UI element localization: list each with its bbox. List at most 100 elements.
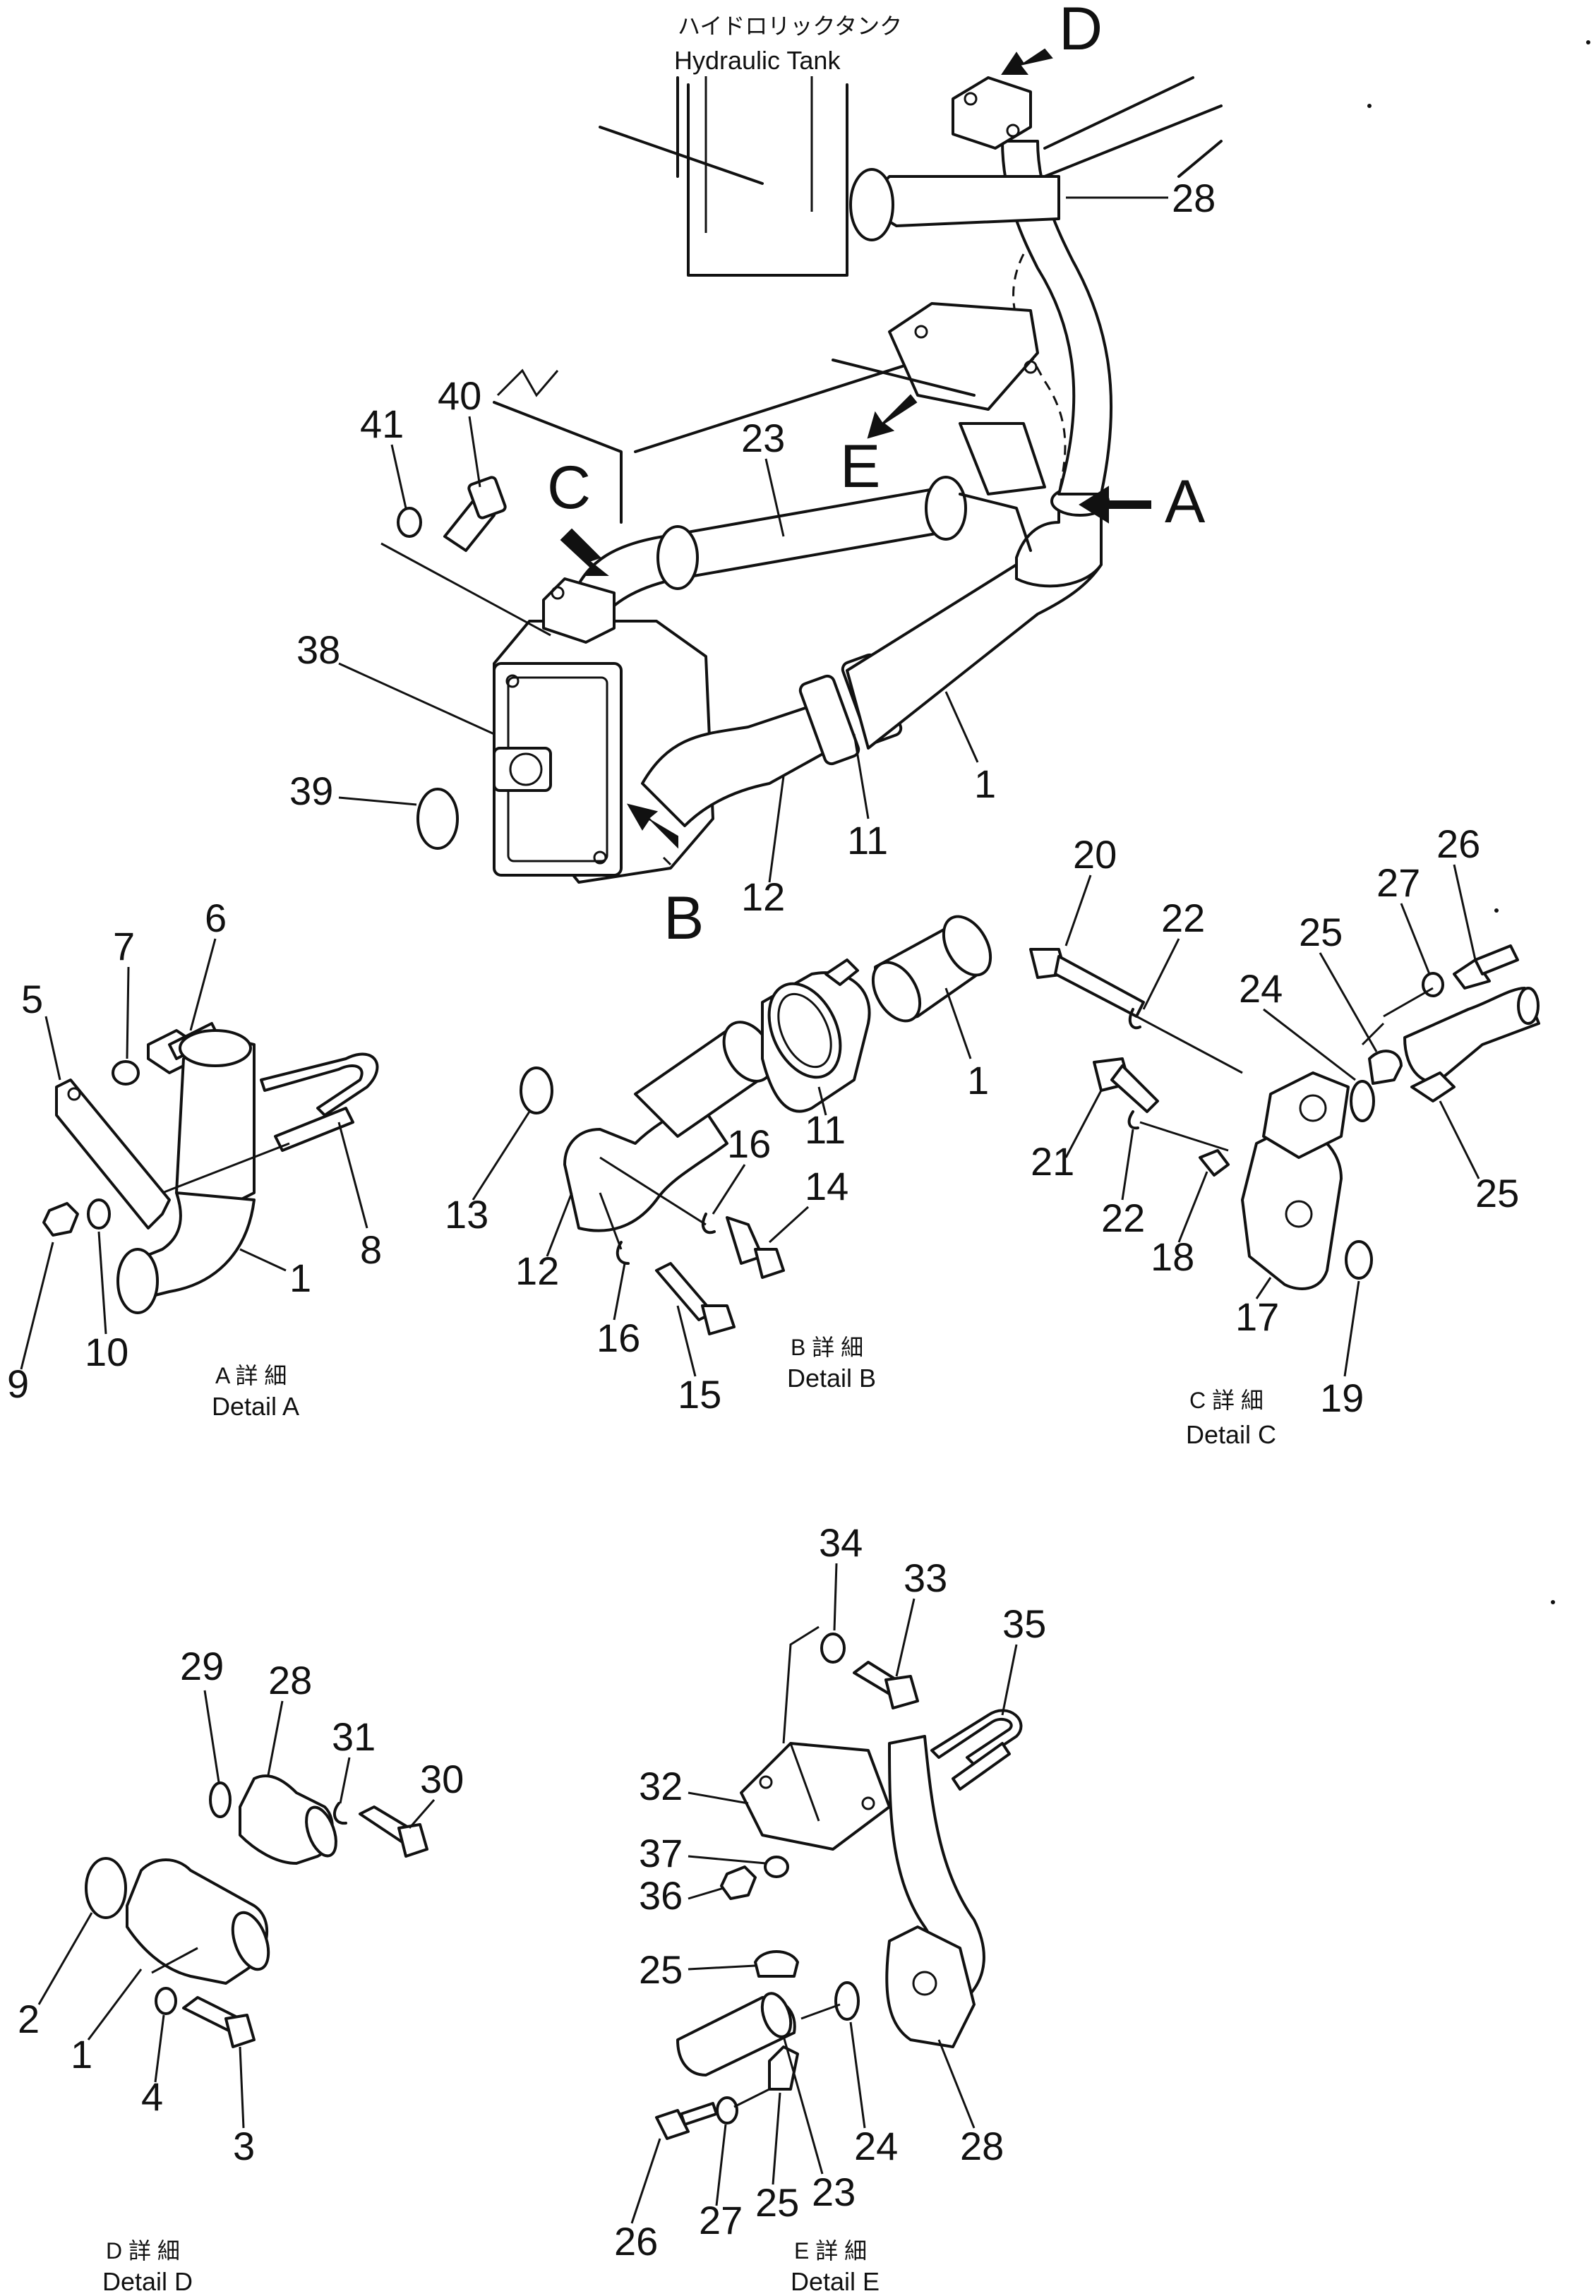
tank-pipe-clamp	[849, 168, 894, 241]
snap-ring-16-b	[616, 1241, 630, 1265]
view-letter-b: B	[664, 884, 704, 952]
detail-b	[520, 915, 992, 1335]
detail-a-jp: A 詳 細	[215, 1363, 287, 1388]
bolt-15	[655, 1262, 736, 1335]
detail-d	[85, 1774, 428, 2048]
o-ring-29	[209, 1781, 232, 1818]
callout-c-25a: 25	[1299, 910, 1343, 954]
callout-b-1: 1	[967, 1058, 989, 1102]
snap-ring-16-a	[701, 1213, 716, 1234]
main-assembly	[380, 48, 1223, 884]
callout-main-40: 40	[438, 373, 481, 418]
washer-27-e	[716, 2096, 738, 2124]
half-clamp-25-b	[1410, 1071, 1456, 1102]
callout-e-25b: 25	[755, 2180, 799, 2225]
callout-c-21: 21	[1031, 1139, 1074, 1184]
callout-e-26: 26	[614, 2219, 658, 2264]
callout-a-9: 9	[7, 1362, 29, 1406]
flange-c	[542, 577, 616, 644]
callout-main-11: 11	[847, 818, 888, 862]
tank-pipe-28	[1001, 140, 1113, 495]
callout-e-35: 35	[1002, 1601, 1046, 1646]
washer-37	[764, 1856, 789, 1878]
o-ring-24	[1350, 1080, 1375, 1122]
callout-b-16a: 16	[727, 1122, 771, 1166]
view-letter-a: A	[1165, 468, 1206, 536]
callout-main-39: 39	[289, 769, 333, 813]
u-bolt-8	[260, 1052, 379, 1117]
hydraulic-pump	[493, 620, 714, 884]
callout-a-1: 1	[289, 1256, 311, 1300]
callout-e-36: 36	[639, 1873, 683, 1918]
speck	[1494, 908, 1499, 913]
callout-main-28: 28	[1172, 176, 1216, 220]
plug-18	[1199, 1149, 1230, 1177]
callout-c-20: 20	[1073, 832, 1117, 877]
callout-main-12: 12	[741, 874, 785, 919]
callout-c-18: 18	[1151, 1234, 1194, 1279]
bolt-14	[726, 1216, 785, 1279]
callout-c-24: 24	[1239, 966, 1283, 1011]
nut-9	[42, 1202, 79, 1237]
detail-c-en: Detail C	[1186, 1420, 1276, 1449]
arrow-c	[560, 528, 609, 576]
detail-c	[1029, 944, 1540, 1290]
speck	[1367, 104, 1372, 108]
callout-a-6: 6	[205, 896, 227, 940]
callout-c-22a: 22	[1161, 896, 1205, 940]
o-ring-2	[85, 1857, 127, 1919]
callout-b-12: 12	[515, 1249, 559, 1293]
elbow-a	[1015, 493, 1103, 588]
arrow-d	[1001, 48, 1053, 75]
snap-ring-31	[332, 1802, 347, 1825]
pipe-23-detail-c	[1403, 987, 1540, 1083]
callout-e-32: 32	[639, 1764, 683, 1808]
half-clamp-25-e-a	[754, 1950, 799, 1978]
callout-a-10: 10	[85, 1330, 128, 1374]
callout-e-28: 28	[960, 2124, 1004, 2168]
detail-d-en: Detail D	[102, 2267, 193, 2296]
callout-c-25b: 25	[1475, 1171, 1519, 1215]
bolt-26-e	[655, 2102, 718, 2140]
washer-27	[1422, 972, 1444, 997]
callout-a-5: 5	[21, 977, 43, 1021]
bolt-26	[1453, 944, 1519, 990]
bolt-33	[853, 1661, 919, 1709]
detail-e-en: Detail E	[791, 2267, 880, 2296]
callout-e-33: 33	[904, 1556, 947, 1600]
detail-e-jp: E 詳 細	[794, 2238, 867, 2264]
callout-b-16b: 16	[596, 1316, 640, 1360]
washer-7	[112, 1060, 140, 1086]
flange-d	[952, 76, 1032, 150]
snap-ring-22-b	[1127, 1110, 1139, 1130]
washer-41	[397, 507, 422, 538]
pipe-23	[570, 486, 961, 623]
bracket-32	[740, 1742, 891, 1851]
tank-label-jp: ハイドロリックタンク	[678, 13, 902, 39]
bolt-21	[1093, 1057, 1159, 1113]
callout-c-19: 19	[1320, 1376, 1364, 1420]
view-letter-c: C	[547, 454, 591, 522]
callout-e-25a: 25	[639, 1947, 683, 1992]
arrow-e	[867, 394, 918, 439]
callout-e-37: 37	[639, 1831, 683, 1875]
bolt-30	[359, 1805, 428, 1858]
speck	[1551, 1600, 1555, 1604]
callout-b-13: 13	[445, 1192, 488, 1237]
callout-d-31: 31	[332, 1714, 376, 1759]
arrow-a	[1079, 486, 1151, 524]
washer-34	[820, 1633, 846, 1664]
callout-e-27: 27	[699, 2198, 743, 2242]
elbow-12-detail-b	[563, 1100, 728, 1232]
washer-4	[155, 1987, 177, 2015]
detail-a-en: Detail A	[212, 1392, 299, 1421]
hose-clamp-23-b	[925, 476, 967, 541]
callout-d-3: 3	[233, 2124, 255, 2168]
detail-d-jp: D 詳 細	[106, 2238, 180, 2264]
hose-clamp-11-a	[798, 674, 860, 766]
tank-label-en: Hydraulic Tank	[674, 46, 841, 75]
o-ring-24-e	[834, 1981, 860, 2021]
callout-e-24: 24	[854, 2124, 898, 2168]
callout-d-4: 4	[141, 2074, 163, 2119]
